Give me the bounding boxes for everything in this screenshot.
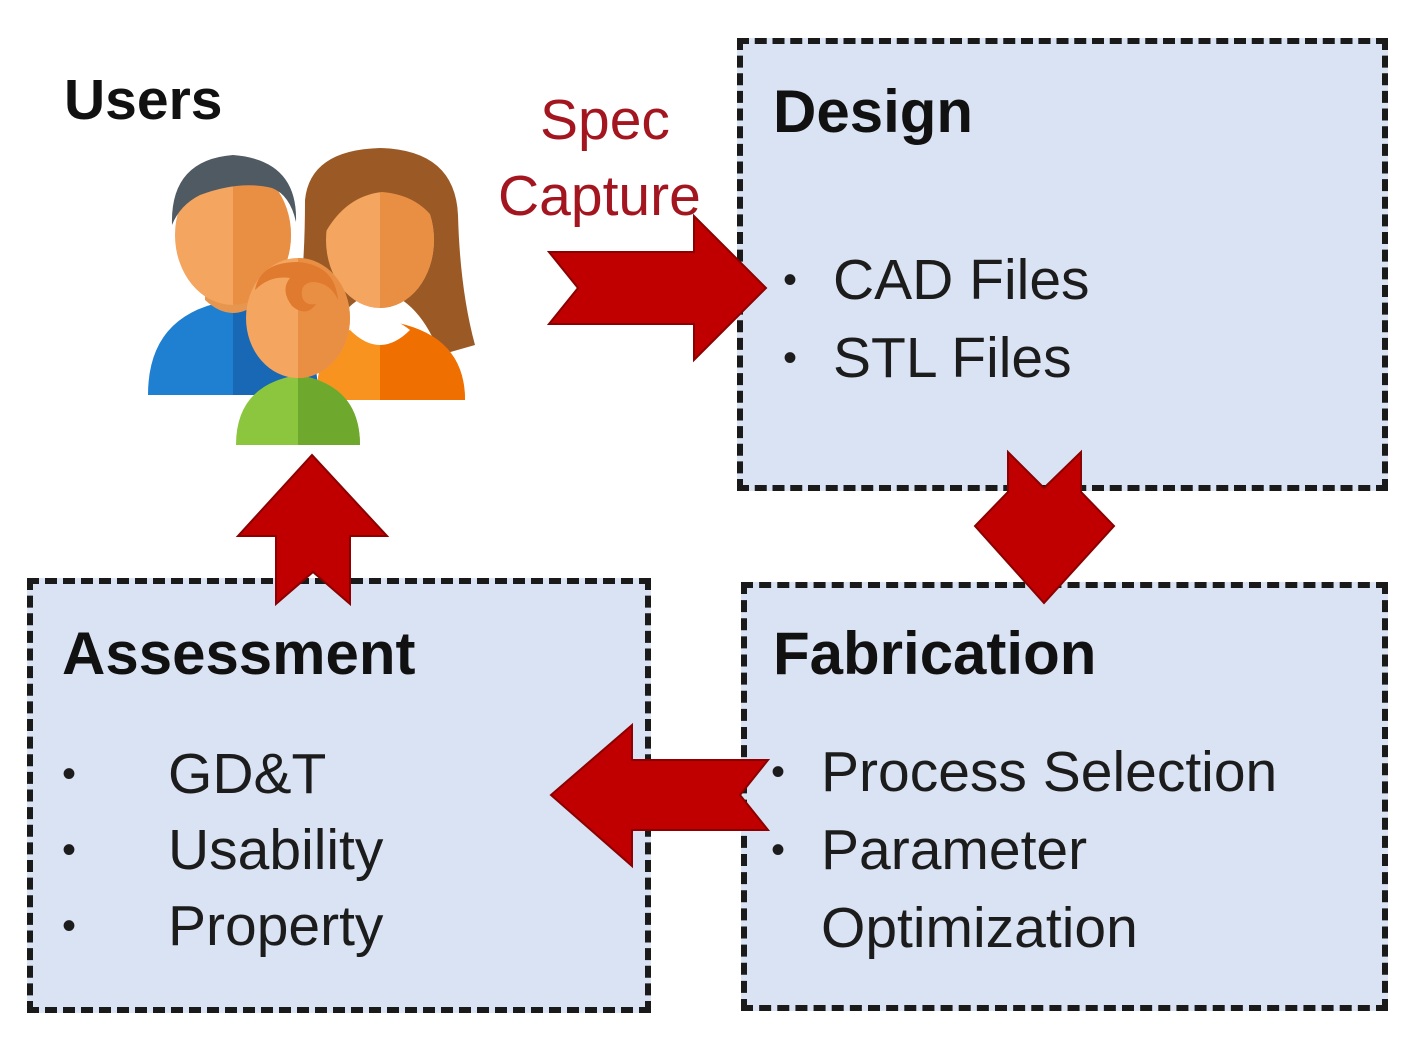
assessment-title: Assessment bbox=[62, 620, 416, 687]
family-users-icon bbox=[148, 148, 475, 445]
child-curl bbox=[255, 262, 338, 312]
fabrication-item-parameter: Parameter bbox=[821, 818, 1088, 882]
fabrication-to-assessment-arrow bbox=[549, 722, 771, 869]
design-item-stl: STL Files bbox=[833, 326, 1072, 390]
spec-capture-arrow bbox=[546, 213, 768, 363]
design-bullet-1: • bbox=[783, 258, 798, 302]
design-title: Design bbox=[773, 78, 974, 145]
assessment-item-property: Property bbox=[168, 894, 384, 958]
assessment-bullet-3: • bbox=[62, 904, 77, 948]
spec-capture-label-line2: Capture bbox=[498, 164, 701, 228]
design-box bbox=[737, 38, 1388, 491]
fabrication-item-process: Process Selection bbox=[821, 740, 1278, 804]
assessment-item-gdt: GD&T bbox=[168, 742, 327, 806]
fabrication-bullet-2: • bbox=[771, 828, 786, 872]
fabrication-item-optimization: Optimization bbox=[821, 896, 1138, 960]
fabrication-bullet-1: • bbox=[771, 750, 786, 794]
users-label: Users bbox=[64, 68, 223, 132]
fabrication-title: Fabrication bbox=[773, 620, 1097, 687]
design-bullet-2: • bbox=[783, 336, 798, 380]
fabrication-box bbox=[741, 582, 1388, 1011]
assessment-to-users-arrow bbox=[235, 453, 390, 607]
spec-capture-label-line1: Spec bbox=[540, 88, 670, 152]
assessment-bullet-2: • bbox=[62, 828, 77, 872]
assessment-bullet-1: • bbox=[62, 752, 77, 796]
design-to-fabrication-arrow bbox=[973, 449, 1116, 605]
assessment-item-usability: Usability bbox=[168, 818, 384, 882]
man-hair bbox=[171, 155, 297, 225]
design-item-cad: CAD Files bbox=[833, 248, 1090, 312]
assessment-box bbox=[27, 578, 651, 1013]
